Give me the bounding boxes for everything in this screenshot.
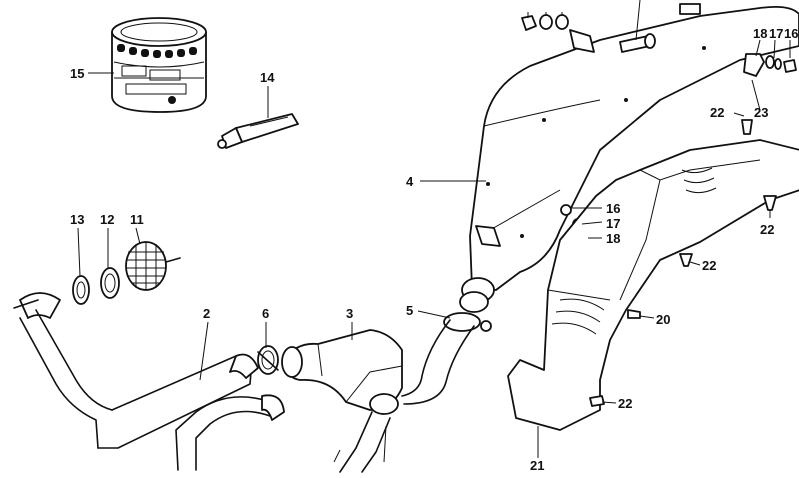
callout-18-mid: 18 <box>606 231 620 246</box>
callout-21: 21 <box>530 458 544 473</box>
callout-22-top: 22 <box>710 105 724 120</box>
callout-11: 11 <box>130 212 144 227</box>
callout-14: 14 <box>260 70 275 85</box>
hardware-top <box>521 14 656 53</box>
callout-13: 13 <box>70 212 84 227</box>
gasket-set <box>72 241 181 305</box>
callout-6: 6 <box>262 306 269 321</box>
leader-lines <box>77 0 791 463</box>
pipe-clamp <box>257 345 279 375</box>
muffler <box>459 3 799 313</box>
callout-3: 3 <box>346 306 353 321</box>
paste-tube <box>217 113 299 149</box>
sealing-compound-can <box>111 17 207 113</box>
callout-15: 15 <box>70 66 84 81</box>
screws <box>589 195 777 407</box>
callout-18-top: 18 <box>753 26 767 41</box>
callout-2: 2 <box>203 306 210 321</box>
callout-labels: 15 14 13 12 11 2 6 3 4 5 16 17 18 18 17 … <box>70 26 798 473</box>
callout-20: 20 <box>656 312 670 327</box>
callout-16-top: 16 <box>784 26 798 41</box>
callout-22-right: 22 <box>760 222 774 237</box>
callout-16-mid: 16 <box>606 201 620 216</box>
exhaust-pipe-left <box>13 292 259 449</box>
bracket-hardware <box>741 53 797 135</box>
y-pipe-connector <box>281 329 403 415</box>
callout-23: 23 <box>754 105 768 120</box>
callout-22-mid: 22 <box>702 258 716 273</box>
callout-5: 5 <box>406 303 413 318</box>
muffler-down-pipe <box>401 319 475 405</box>
exhaust-pipe-right <box>175 394 391 473</box>
callout-4: 4 <box>406 174 414 189</box>
callout-22-low: 22 <box>618 396 632 411</box>
clamp-band <box>443 312 492 332</box>
callout-17-top: 17 <box>769 26 783 41</box>
heat-shield <box>507 139 799 431</box>
callout-17-mid: 17 <box>606 216 620 231</box>
callout-12: 12 <box>100 212 114 227</box>
